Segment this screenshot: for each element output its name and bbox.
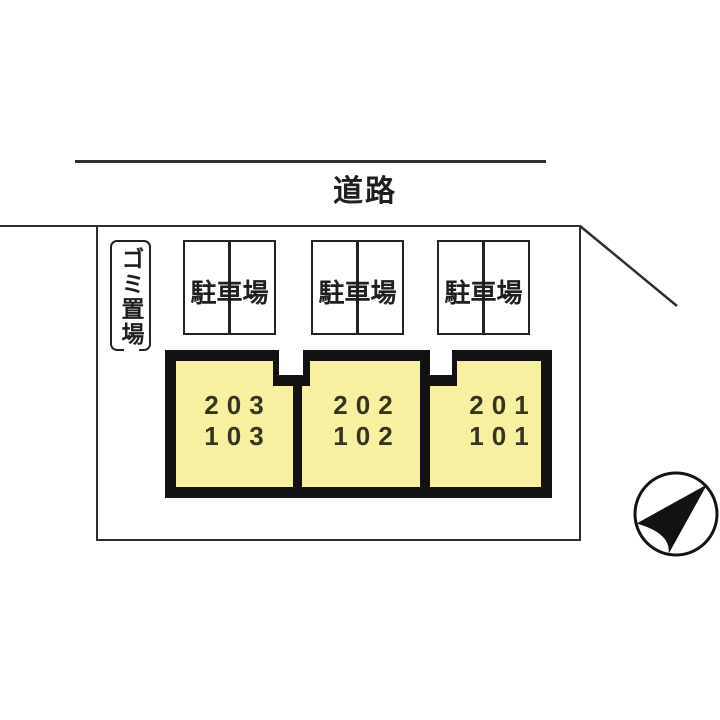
property-boundary-left [96,225,98,541]
unit-number-103: 103 [204,421,272,451]
parking-lot-3-label: 駐車場 [444,278,523,308]
building-interior [176,361,541,487]
parking-lot-2-label: 駐車場 [318,278,397,308]
unit-number-202: 202 [333,390,401,420]
unit-number-203: 203 [204,390,272,420]
garbage-area-label: ゴミ置場 [118,247,144,347]
entrance-notch-2 [430,350,452,375]
parking-lot-2-divider [356,242,359,333]
unit-number-102: 102 [333,421,401,451]
unit-number-201: 201 [469,390,537,420]
garbage-area-box: ゴミ置場 [110,240,151,352]
parking-lot-2: 駐車場 [311,240,404,335]
unit-label-203-103: 203 103 [174,390,294,454]
parking-lot-1-label: 駐車場 [190,278,269,308]
unit-divider-wall-1 [293,386,302,487]
garbage-box-bottom-gap [124,347,139,352]
road-label: 道路 [333,175,397,208]
unit-divider-wall-2 [420,386,430,487]
property-boundary-right [579,225,581,541]
entrance-notch-1 [279,350,303,375]
property-boundary-top [0,225,581,227]
unit-label-201-101: 201 101 [439,390,559,454]
parking-lot-1-divider [228,242,231,333]
north-arrow-icon [633,471,719,557]
building-outline: 203 103 202 102 201 101 [165,350,552,498]
unit-number-101: 101 [469,421,537,451]
parking-lot-3: 駐車場 [437,240,530,335]
property-boundary-bottom [96,539,581,541]
road-edge-line [75,160,546,163]
parking-lot-3-divider [482,242,485,333]
unit-label-202-102: 202 102 [303,390,423,454]
parking-lot-1: 駐車場 [183,240,276,335]
